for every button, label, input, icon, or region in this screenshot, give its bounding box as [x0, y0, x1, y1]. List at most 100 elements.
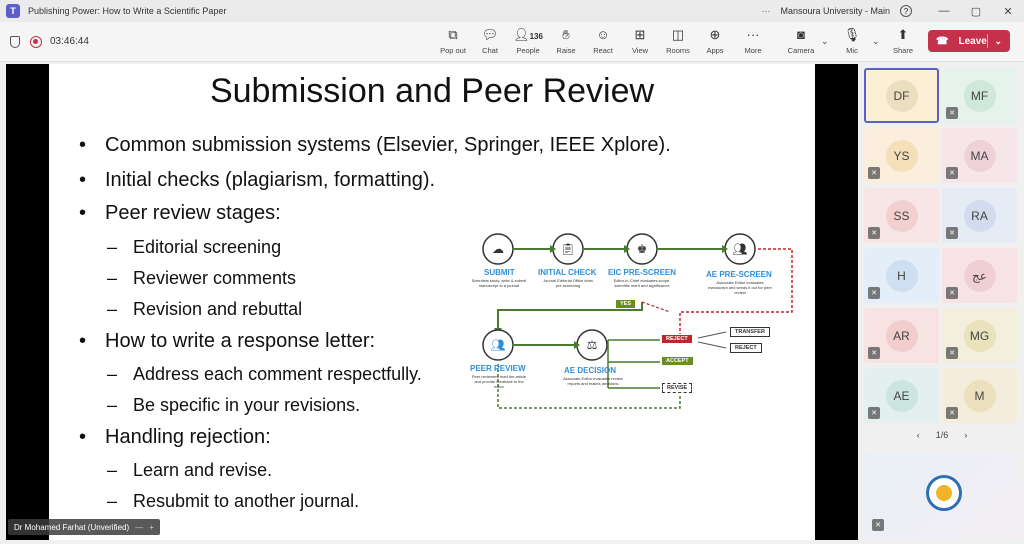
view-button[interactable]: ⊞ View [631, 27, 649, 55]
ae-decision-description: Associate Editor evaluates review report… [563, 376, 623, 386]
organization-name[interactable]: Mansoura University - Main [780, 6, 890, 16]
decision-icon: ⚖ [587, 338, 598, 352]
chat-icon: 💬︎ [481, 27, 499, 42]
slide-sub-bullet: –Revision and rebuttal [107, 299, 303, 319]
mic-muted-icon: ✕ [868, 347, 880, 359]
next-page-icon[interactable]: › [964, 430, 968, 440]
rooms-button[interactable]: ◫ Rooms [666, 27, 690, 55]
revise-tag: REVISE [662, 383, 693, 393]
slide-sub-bullet: –Learn and revise. [107, 460, 273, 480]
mic-muted-icon: ✕ [946, 107, 958, 119]
avatar: MG [963, 319, 996, 352]
slide-bullet: •How to write a response letter: [79, 330, 376, 352]
mic-muted-icon: ✕ [872, 519, 884, 531]
chat-button[interactable]: 💬︎ Chat [481, 27, 499, 55]
participant-tile[interactable]: M✕ [942, 368, 1017, 423]
avatar: H [885, 259, 918, 292]
camera-options-chevron-icon[interactable]: ⌄ [821, 36, 829, 46]
previous-page-icon[interactable]: ‹ [916, 430, 920, 440]
participant-tile[interactable]: YS✕ [864, 128, 939, 183]
pop-out-icon: ⧉ [448, 27, 458, 42]
minimize-window-button[interactable]: — [938, 5, 950, 17]
mic-muted-icon: ✕ [868, 407, 880, 419]
gallery-pager: ‹ 1/6 › [860, 430, 1024, 440]
arrowhead [624, 245, 630, 253]
avatar: SS [885, 199, 918, 232]
slide-sub-bullet: –Editorial screening [107, 237, 282, 257]
slide-title: Submission and Peer Review [209, 72, 655, 110]
participant-tile[interactable]: عج ✕ [942, 248, 1017, 303]
mic-off-icon: 🎙︎ [843, 27, 861, 42]
raise-hand-icon: ✋︎ [562, 27, 570, 42]
minimize-icon[interactable]: — [135, 522, 144, 532]
participant-tile[interactable]: AE✕ [864, 368, 939, 423]
people-icon: 👤︎136 [513, 27, 543, 42]
participant-tile[interactable]: RA✕ [942, 188, 1017, 243]
mic-options-chevron-icon[interactable]: ⌄ [872, 36, 880, 46]
slide-sub-bullet: –Be specific in your revisions. [107, 395, 361, 415]
recording-icon [30, 36, 42, 48]
more-options-icon[interactable]: ··· [761, 6, 771, 16]
share-button[interactable]: ⬆ Share [892, 27, 913, 55]
participant-tile[interactable]: MF ✕ [942, 68, 1017, 123]
help-icon[interactable]: ? [900, 5, 912, 17]
participant-tile[interactable]: SS✕ [864, 188, 939, 243]
participant-tile[interactable]: MA✕ [942, 128, 1017, 183]
participant-tile[interactable]: AR ✕ [864, 308, 939, 363]
slide-sub-bullet: –Address each comment respectfully. [107, 364, 422, 384]
arrowhead [722, 245, 728, 253]
pop-out-button[interactable]: ⧉ Pop out [440, 27, 466, 55]
clipboard-icon: 📋︎ [560, 242, 575, 256]
participant-tile[interactable]: H✕ [864, 248, 939, 303]
ae-pre-screen-description: Associate Editor evaluates manuscript an… [708, 280, 772, 295]
apps-button[interactable]: ⊕ Apps [706, 27, 724, 55]
mic-muted-icon: ✕ [946, 167, 958, 179]
diagram-graphics: ☁ 📋︎ ♚ 👥︎ 👥︎ ⚖ [482, 233, 793, 409]
maximize-window-button[interactable]: ▢ [970, 5, 982, 18]
participant-tile[interactable]: MG ✕ [942, 308, 1017, 363]
peer-review-node-circle [482, 329, 514, 361]
avatar: MF [963, 79, 996, 112]
react-icon: ☺ [596, 27, 610, 42]
peer-review-label: PEER REVIEW [470, 364, 526, 373]
more-button[interactable]: ··· More [744, 27, 762, 55]
slide-bullet: •Common submission systems (Elsevier, Sp… [79, 134, 671, 156]
share-icon: ⬆ [897, 27, 909, 42]
leave-options-chevron-icon[interactable]: ⌄ [994, 35, 1002, 46]
avatar: عج [963, 259, 996, 292]
presenter-name-tag: Dr Mohamed Farhat (Unverified) — + [8, 519, 160, 535]
arrowhead [574, 341, 580, 349]
submit-label: SUBMIT [484, 268, 515, 277]
mic-muted-icon: ✕ [946, 287, 958, 299]
pin-icon[interactable]: + [149, 522, 154, 532]
yes-tag: YES [616, 300, 636, 308]
close-window-button[interactable]: ✕ [1003, 5, 1013, 18]
peer-review-description: Peer reviewers read the article and prov… [471, 374, 527, 389]
arrow-transfer [697, 331, 727, 339]
raise-hand-button[interactable]: ✋︎ Raise [556, 27, 576, 55]
avatar: DF [885, 79, 918, 112]
participant-tile[interactable]: DF [864, 68, 939, 123]
teams-logo-icon: T [6, 4, 20, 18]
window-title: Publishing Power: How to Write a Scienti… [28, 6, 227, 16]
avatar: AR [885, 319, 918, 352]
mic-muted-icon: ✕ [868, 287, 880, 299]
leave-button[interactable]: ☎ Leave ⌄ [928, 30, 1010, 52]
people-button[interactable]: 👤︎136 People [513, 27, 543, 55]
arrow-reject-final [697, 341, 727, 349]
transfer-tag: TRANSFER [730, 327, 770, 337]
self-video-tile[interactable]: ✕ [864, 453, 1020, 539]
camera-button[interactable]: ◙ Camera [787, 27, 815, 55]
apps-icon: ⊕ [709, 27, 721, 42]
shield-icon[interactable] [10, 36, 20, 48]
mic-button[interactable]: 🎙︎ Mic [843, 27, 861, 55]
slide-sub-bullet: –Resubmit to another journal. [107, 491, 360, 511]
accept-tag: ACCEPT [662, 357, 693, 365]
react-button[interactable]: ☺ React [593, 27, 613, 55]
mic-muted-icon: ✕ [946, 347, 958, 359]
submit-node-circle [482, 233, 514, 265]
arrowhead [550, 245, 556, 253]
reject-tag: REJECT [662, 335, 692, 343]
rooms-icon: ◫ [671, 27, 685, 42]
page-indicator: 1/6 [935, 430, 949, 440]
